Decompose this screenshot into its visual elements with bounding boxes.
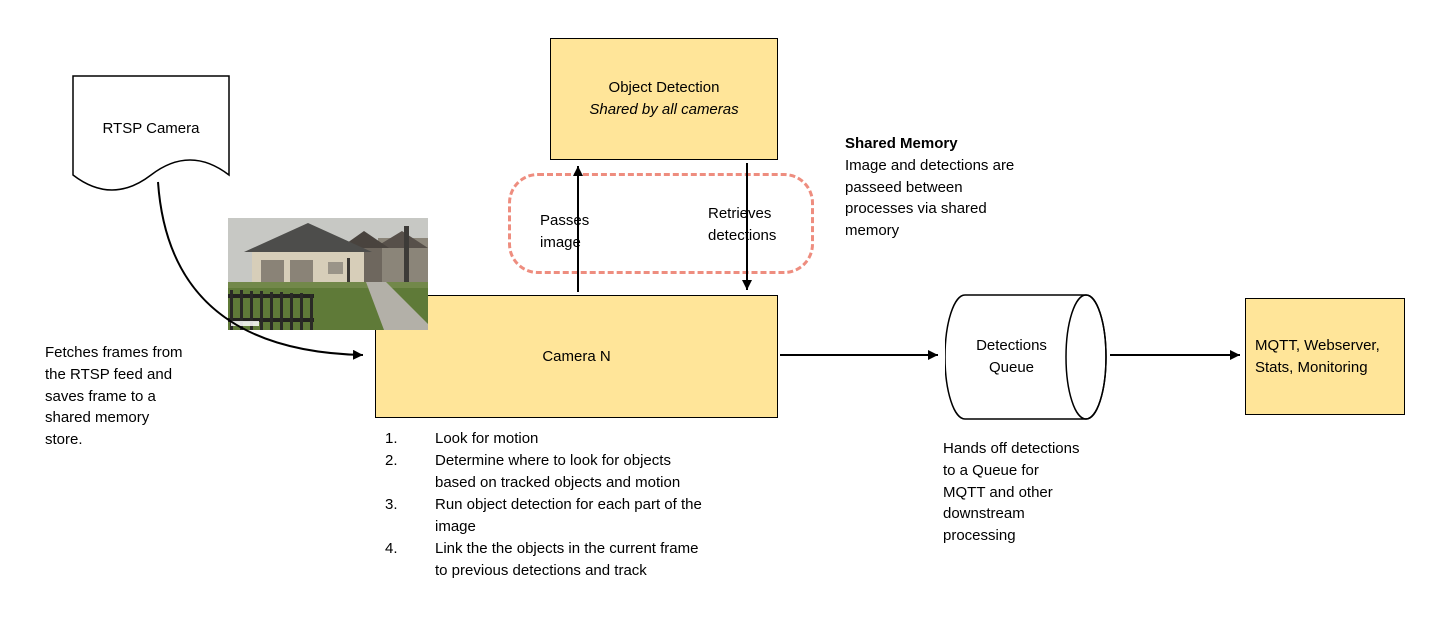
step-text: Determine where to look for objects base… <box>435 452 681 491</box>
step-text: Look for motion <box>435 430 539 447</box>
camera-step-2: 2. Determine where to look for objects b… <box>385 450 795 494</box>
step-text: Link the the objects in the current fram… <box>435 540 699 579</box>
fetch-frames-note: Fetches frames from the RTSP feed and sa… <box>45 344 183 448</box>
camera-n-node: Camera N <box>375 295 778 418</box>
shared-memory-dashed-boundary <box>508 173 814 274</box>
step-number: 3. <box>385 496 398 513</box>
outputs-label: MQTT, Webserver, Stats, Monitoring <box>1255 336 1380 376</box>
shared-memory-note-title: Shared Memory <box>845 135 958 152</box>
object-detection-title: Object Detection <box>608 79 720 97</box>
step-number: 1. <box>385 430 398 447</box>
camera-step-4: 4. Link the the objects in the current f… <box>385 538 795 582</box>
document-shape <box>72 75 230 191</box>
step-text: Run object detection for each part of th… <box>435 496 702 535</box>
object-detection-node: Object Detection Shared by all cameras <box>550 38 778 160</box>
passes-image-label: Passes image <box>540 212 590 251</box>
object-detection-subtitle: Shared by all cameras <box>589 101 739 118</box>
rtsp-camera-node: RTSP Camera <box>72 75 230 200</box>
step-number: 4. <box>385 540 398 557</box>
camera-step-3: 3. Run object detection for each part of… <box>385 494 795 538</box>
detections-queue-node: Detections Queue <box>945 294 1108 420</box>
camera-step-1: 1. Look for motion <box>385 428 795 450</box>
cylinder-shape <box>945 294 1107 420</box>
handoff-note: Hands off detections to a Queue for MQTT… <box>943 440 1080 544</box>
camera-steps-list: 1. Look for motion 2. Determine where to… <box>385 428 795 582</box>
shared-memory-note-body: Image and detections are passeed between… <box>845 156 1015 239</box>
outputs-node: MQTT, Webserver, Stats, Monitoring <box>1245 298 1405 415</box>
step-number: 2. <box>385 452 398 469</box>
shared-memory-note: Shared Memory Image and detections are p… <box>845 133 1063 242</box>
retrieves-detections-label: Retrieves detections <box>708 205 777 244</box>
camera-snapshot-image <box>228 218 428 330</box>
camera-n-label: Camera N <box>542 348 611 365</box>
rtsp-camera-label: RTSP Camera <box>102 120 200 137</box>
detections-queue-label: Detections Queue <box>976 337 1047 376</box>
